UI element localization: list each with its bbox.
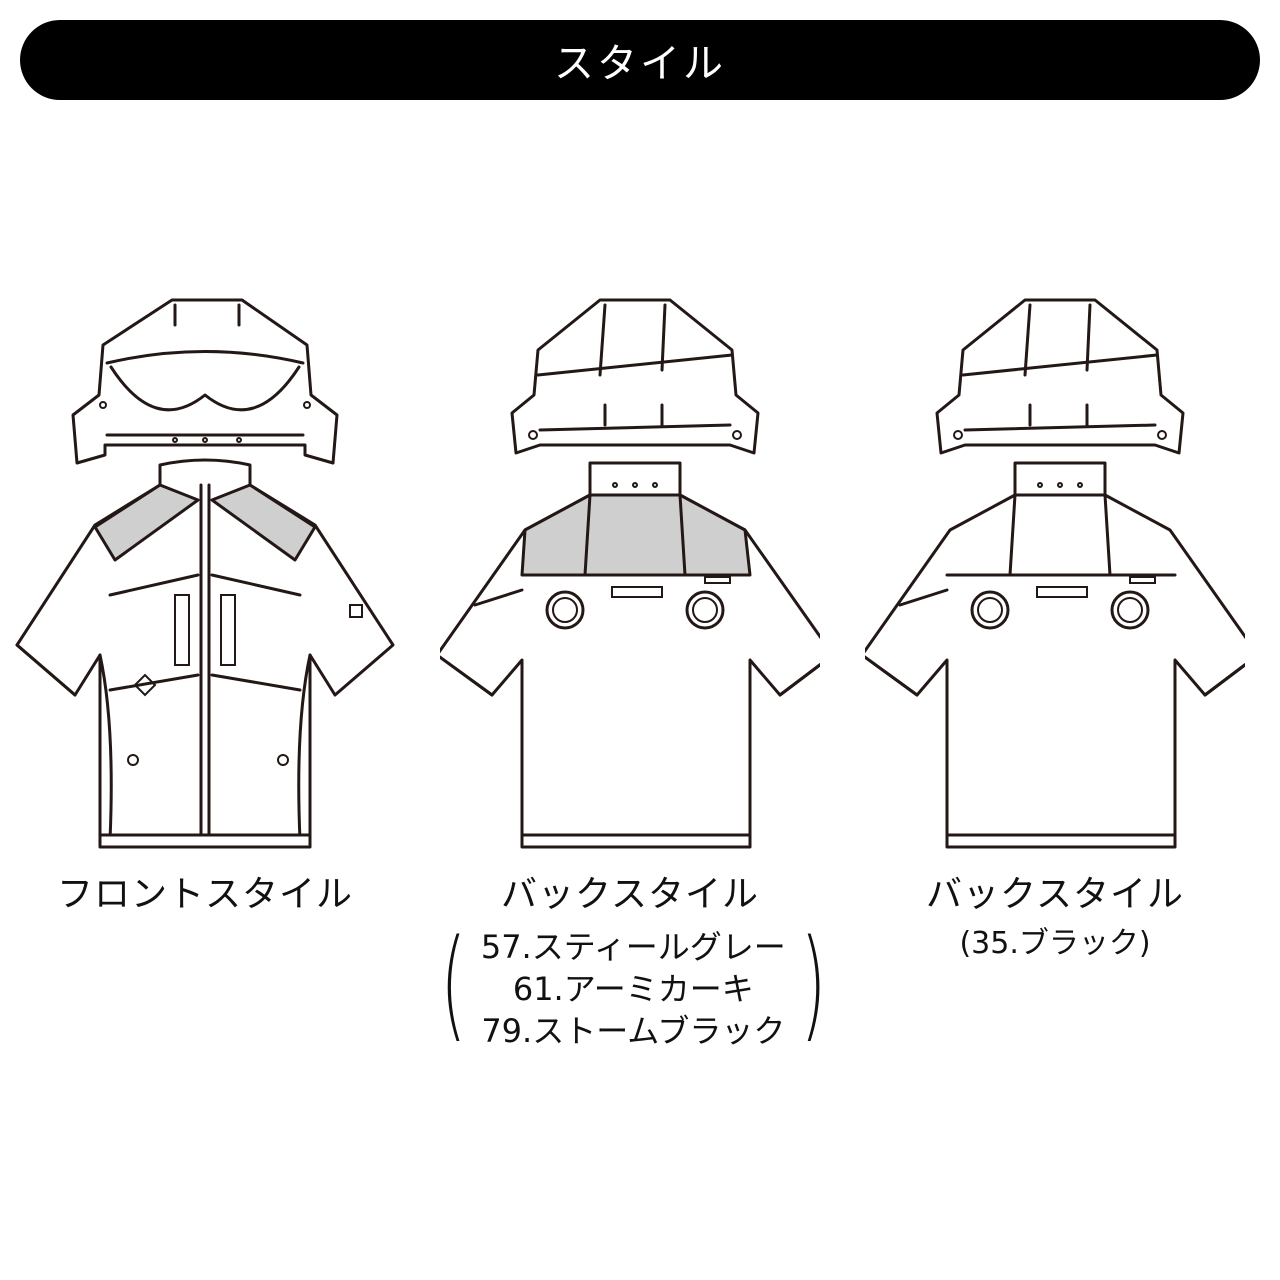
section-title: スタイル [554, 41, 726, 87]
front-style-title: フロントスタイル [56, 874, 353, 915]
back-style-illustration-black [865, 295, 1245, 865]
back-style-title: バックスタイル [926, 874, 1184, 915]
color-note: (35.ブラック) [959, 926, 1151, 961]
section-header-bar: スタイル [20, 20, 1260, 100]
color-option: 61.アーミカーキ [512, 970, 754, 1008]
color-option: 79.ストームブラック [481, 1012, 786, 1050]
color-option: 57.スティールグレー [480, 928, 786, 966]
front-style-illustration [15, 295, 395, 865]
color-list: ( 57.スティールグレー 61.アーミカーキ 79.ストームブラック ) [440, 915, 827, 1054]
back-style-title: バックスタイル [501, 874, 759, 915]
back-style-caption-black: バックスタイル (35.ブラック) [855, 872, 1255, 964]
back-style-caption-colored: バックスタイル ( 57.スティールグレー 61.アーミカーキ 79.ストームブ… [430, 872, 830, 1052]
back-style-illustration-gray-yoke [440, 295, 820, 865]
front-style-caption: フロントスタイル [5, 872, 405, 918]
